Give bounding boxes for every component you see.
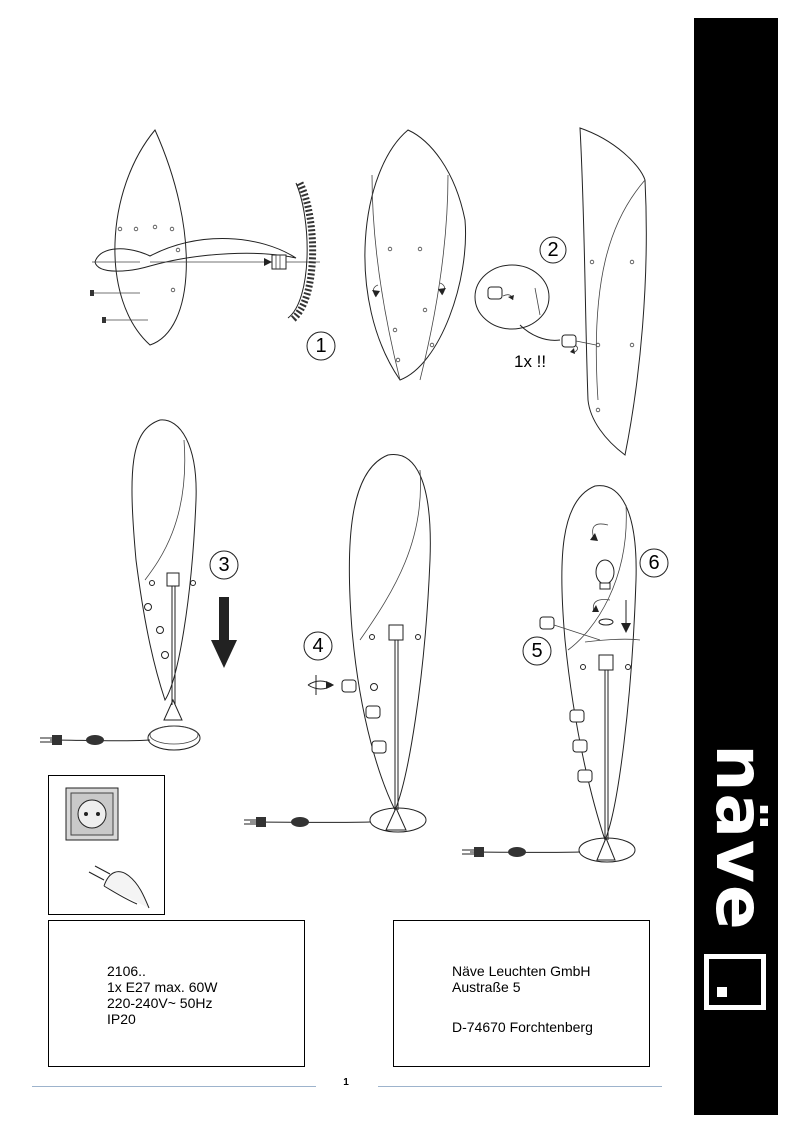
spec-model: 2106.. [107,963,146,979]
footer-line-left [32,1086,316,1087]
step-3-number: 3 [218,554,230,576]
brand-logo-square [704,954,766,1010]
step-2-number: 2 [547,239,559,261]
spec-ip-rating: IP20 [107,1011,136,1027]
brand-logo-dot [717,987,727,997]
once-note: 1x !! [514,352,547,371]
footer-line-right [378,1086,662,1087]
plug-socket-box [48,775,165,915]
step-4-number: 4 [312,635,324,657]
spec-voltage: 220-240V~ 50Hz [107,995,213,1011]
spec-bulb: 1x E27 max. 60W [107,979,218,995]
street-address: Austraße 5 [452,979,521,995]
step-5-number: 5 [531,640,543,662]
manufacturer-address-box: Näve Leuchten GmbH Austraße 5 D-74670 Fo… [393,920,650,1067]
socket-plug-icon [65,787,150,909]
brand-sidebar: näve [694,18,778,1115]
brand-logo: näve [701,744,778,932]
step-1-number: 1 [315,335,327,357]
page-number: 1 [343,1077,349,1088]
specifications-box: 2106.. 1x E27 max. 60W 220-240V~ 50Hz IP… [48,920,305,1067]
company-name: Näve Leuchten GmbH [452,963,591,979]
city-address: D-74670 Forchtenberg [452,1019,593,1035]
step-6-number: 6 [648,552,660,574]
